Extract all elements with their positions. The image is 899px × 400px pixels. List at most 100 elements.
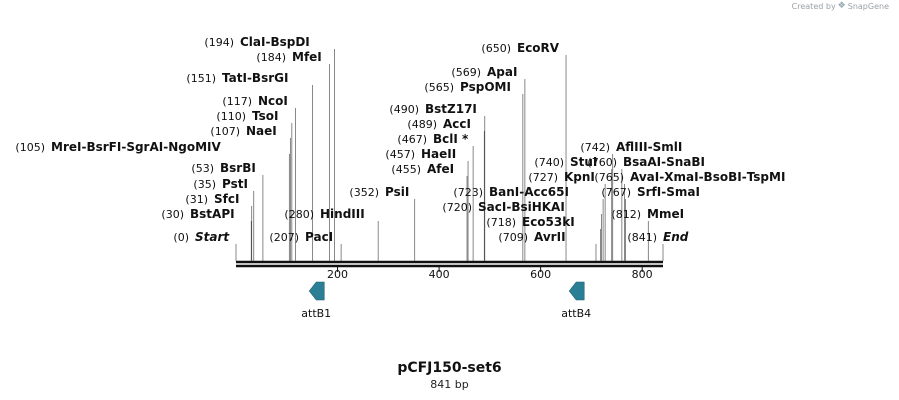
axis-tick-label: 400 (429, 268, 450, 281)
site-position-label: (489) (407, 118, 437, 131)
enzyme-label: BsoBI (704, 170, 742, 184)
enzyme-label: SmaI (666, 185, 700, 199)
site-position-label: (765) (594, 171, 624, 184)
site-position-label: (742) (580, 141, 610, 154)
enzyme-label: SmlI (653, 140, 683, 154)
feature-label-attb1: attB1 (301, 307, 331, 320)
enzyme-label: BsaAI (623, 155, 661, 169)
enzyme-label: PspOMI (460, 80, 511, 94)
enzyme-separator: - (506, 200, 511, 214)
enzyme-separator: - (661, 185, 666, 199)
enzyme-separator: - (247, 71, 252, 85)
site-position-label: (720) (442, 201, 472, 214)
enzyme-label: AfeI (427, 162, 454, 176)
enzyme-label: ClaI (240, 35, 265, 49)
site-position-label: (569) (451, 66, 481, 79)
enzyme-label: AvaI (630, 170, 659, 184)
enzyme-label: StuI (570, 155, 597, 169)
enzyme-separator: - (121, 140, 126, 154)
enzyme-label: TatI (222, 71, 247, 85)
enzyme-label: AflIII (616, 140, 648, 154)
enzyme-label: BstAPI (190, 207, 235, 221)
plasmid-length: 841 bp (430, 378, 469, 391)
site-position-label: (727) (528, 171, 558, 184)
plasmid-name: pCFJ150-set6 (397, 360, 502, 376)
enzyme-label: HindIII (320, 207, 365, 221)
enzyme-label: NaeI (246, 124, 277, 138)
enzyme-label: SnaBI (666, 155, 705, 169)
site-position-label: (53) (191, 162, 214, 175)
site-position-label: (709) (498, 231, 528, 244)
site-position-label: (760) (587, 156, 617, 169)
snapgene-credit: Created by ❖ SnapGene (792, 1, 889, 11)
site-position-label: (723) (453, 186, 483, 199)
enzyme-separator: - (742, 170, 747, 184)
enzyme-label: Start (195, 230, 230, 244)
site-position-label: (455) (391, 163, 421, 176)
enzyme-label: PstI (222, 177, 248, 191)
site-position-label: (565) (424, 81, 454, 94)
site-position-label: (740) (534, 156, 564, 169)
site-position-label: (107) (210, 125, 240, 138)
enzyme-label: PacI (305, 230, 333, 244)
site-position-label: (207) (269, 231, 299, 244)
enzyme-separator: - (699, 170, 704, 184)
enzyme-label: MreI (51, 140, 81, 154)
site-position-label: (352) (349, 186, 379, 199)
axis-tick-label: 200 (327, 268, 348, 281)
site-position-label: (812) (611, 208, 641, 221)
enzyme-label: XmaI (664, 170, 698, 184)
site-position-label: (151) (186, 72, 216, 85)
site-position-label: (841) (627, 231, 657, 244)
enzyme-separator: - (265, 35, 270, 49)
enzyme-label: PsiI (385, 185, 409, 199)
enzyme-label: SrfI (637, 185, 661, 199)
feature-label-attb4: attB4 (561, 307, 591, 320)
enzyme-label: SfcI (214, 192, 239, 206)
site-position-label: (718) (486, 216, 516, 229)
enzyme-label: HaeII (421, 147, 456, 161)
site-position-label: (467) (397, 133, 427, 146)
enzyme-label: EcoRV (517, 41, 560, 55)
enzyme-label: BsrFI (86, 140, 121, 154)
axis-tick-label: 600 (530, 268, 551, 281)
site-position-label: (105) (15, 141, 45, 154)
enzyme-label: BsrGI (252, 71, 289, 85)
site-position-label: (767) (601, 186, 631, 199)
enzyme-separator: - (659, 170, 664, 184)
enzyme-label: End (663, 230, 689, 244)
site-position-label: (650) (481, 42, 511, 55)
site-position-label: (0) (173, 231, 189, 244)
enzyme-label: BsrBI (220, 161, 256, 175)
enzyme-label: KpnI (564, 170, 595, 184)
enzyme-label: NgoMIV (168, 140, 221, 154)
enzyme-label: SacI (478, 200, 506, 214)
enzyme-label: SgrAI (126, 140, 163, 154)
enzyme-separator: - (648, 140, 653, 154)
enzyme-separator: - (519, 185, 524, 199)
site-position-label: (31) (185, 193, 208, 206)
site-position-label: (194) (204, 36, 234, 49)
axis-tick-label: 800 (632, 268, 653, 281)
enzyme-separator: - (81, 140, 86, 154)
enzyme-label: Eco53kI (522, 215, 575, 229)
enzyme-label: NcoI (258, 94, 288, 108)
enzyme-label: AccI (443, 117, 471, 131)
site-position-label: (117) (222, 95, 252, 108)
enzyme-separator: - (661, 155, 666, 169)
credit-brand: SnapGene (847, 1, 889, 11)
credit-prefix: Created by (791, 1, 836, 11)
site-position-label: (30) (161, 208, 184, 221)
enzyme-label: BspDI (270, 35, 309, 49)
enzyme-label: BsiHKAI (511, 200, 565, 214)
enzyme-label: ApaI (487, 65, 517, 79)
feature-arrow-attb1 (308, 281, 325, 301)
enzyme-separator: - (163, 140, 168, 154)
site-position-label: (457) (385, 148, 415, 161)
site-position-label: (35) (193, 178, 216, 191)
enzyme-label: MmeI (647, 207, 684, 221)
enzyme-label: TspMI (747, 170, 786, 184)
enzyme-label: BanI (489, 185, 519, 199)
snapgene-logo-icon: ❖ (837, 1, 846, 11)
